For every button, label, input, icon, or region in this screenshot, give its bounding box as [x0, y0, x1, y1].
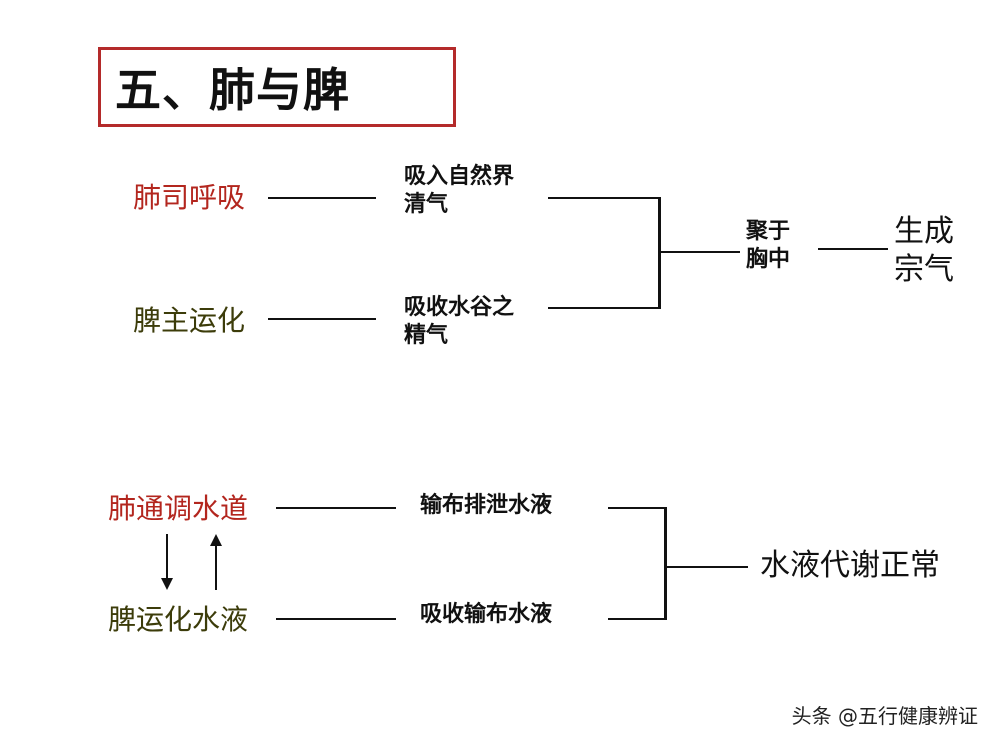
bracket-vertical: [664, 507, 667, 620]
title-box: 五、肺与脾: [98, 47, 456, 127]
lung-water-process-label: 输布排泄水液: [420, 493, 553, 518]
spleen-water-label: 脾运化水液: [108, 603, 249, 636]
down-arrow-icon: [161, 534, 173, 590]
lung-respiration-label: 肺司呼吸: [133, 181, 246, 214]
spleen-water-process-label: 吸收输布水液: [420, 602, 553, 627]
connector-line: [268, 318, 376, 320]
bracket-output-line: [660, 251, 740, 253]
water-metabolism-result-label: 水液代谢正常: [760, 548, 940, 583]
bracket-output-line: [666, 566, 748, 568]
lung-water-label: 肺通调水道: [108, 492, 249, 525]
lung-product-label: 吸入自然界 清气: [404, 164, 515, 217]
bracket-vertical: [658, 197, 661, 309]
connector-line: [276, 618, 396, 620]
bracket-bottom: [608, 618, 666, 620]
spleen-transform-label: 脾主运化: [133, 304, 246, 337]
result-line: [818, 248, 888, 250]
spleen-product-label: 吸收水谷之 精气: [404, 295, 515, 348]
connector-line: [276, 507, 396, 509]
mutual-arrows: [161, 534, 222, 590]
watermark: 头条 @五行健康辨证: [791, 704, 978, 728]
zong-qi-result-label: 生成 宗气: [894, 214, 954, 287]
bracket-top: [548, 197, 660, 199]
page-title: 五、肺与脾: [115, 63, 350, 117]
up-arrow-icon: [210, 534, 222, 590]
gather-chest-label: 聚于 胸中: [746, 219, 791, 272]
bracket-top: [608, 507, 666, 509]
bracket-bottom: [548, 307, 660, 309]
connector-line: [268, 197, 376, 199]
